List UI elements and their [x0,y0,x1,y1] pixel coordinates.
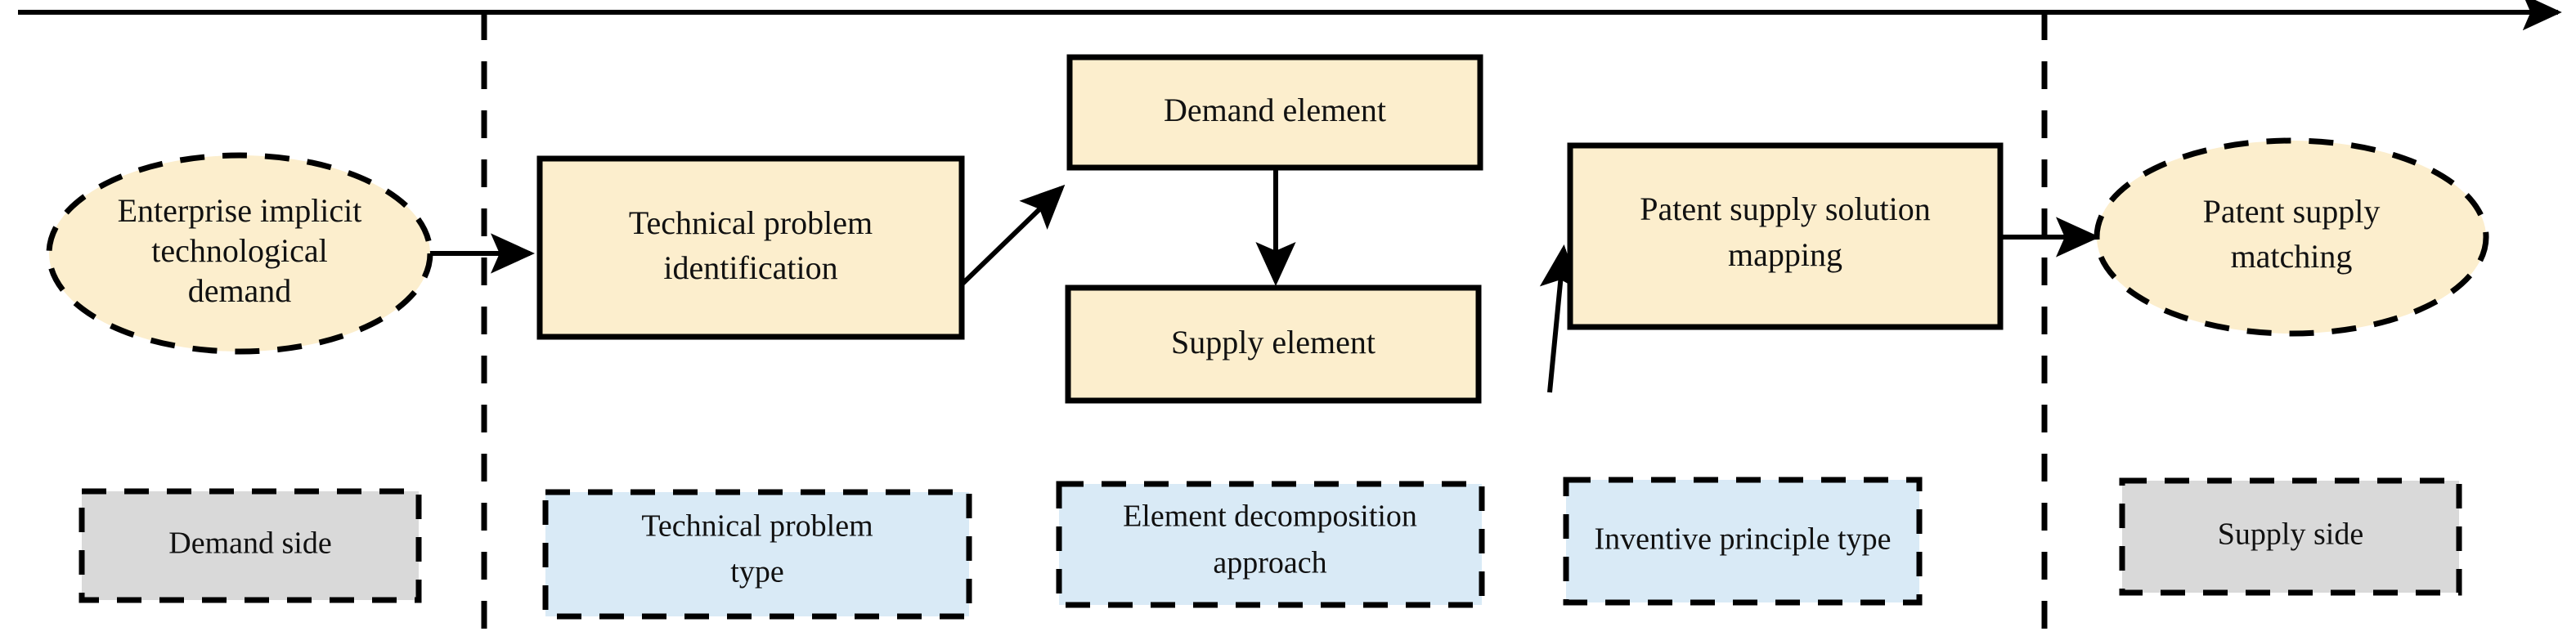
enterprise-demand-label-line1: Enterprise implicit [118,192,362,229]
legend-supply-side[interactable]: Supply side [2119,477,2462,596]
legend-demand-side[interactable]: Demand side [79,488,422,603]
node-enterprise-implicit-demand[interactable]: Enterprise implicit technological demand [46,152,433,355]
connector-supply-element-to-mapping [1539,244,1580,393]
element-decomposition-approach-box[interactable] [1056,481,1485,608]
supply-side-label: Supply side [2218,517,2363,552]
legend-inventive-principle-type[interactable]: Inventive principle type [1563,477,1923,606]
inventive-principle-type-label: Inventive principle type [1595,522,1892,557]
technical-problem-identification-label-line1: Technical problem [629,204,873,241]
connector-problem-to-demand-element [959,184,1066,287]
technical-problem-identification-box[interactable] [536,155,965,340]
demand-side-label: Demand side [168,526,331,561]
inventive-principle-type-box[interactable] [1563,477,1923,606]
technical-problem-type-label-line2: type [730,555,783,589]
node-demand-element[interactable]: Demand element [1066,54,1483,171]
node-technical-problem-identification[interactable]: Technical problem identification [536,155,965,340]
node-patent-supply-solution-mapping[interactable]: Patent supply solution mapping [1567,142,2004,330]
demand-element-box[interactable] [1066,54,1483,171]
patent-supply-matching-label-line1: Patent supply [2203,193,2381,230]
enterprise-demand-label-line2: technological [151,232,327,269]
legend-element-decomposition-approach[interactable]: Element decomposition approach [1056,481,1485,608]
enterprise-demand-ellipse[interactable] [46,152,433,355]
patent-supply-solution-mapping-box[interactable] [1567,142,2004,330]
element-decomposition-approach-label-line2: approach [1213,546,1326,580]
supply-side-box[interactable] [2119,477,2462,596]
patent-supply-matching-ellipse[interactable] [2094,137,2489,337]
technical-problem-type-box[interactable] [542,489,972,620]
technical-problem-identification-label-line2: identification [663,249,837,286]
supply-element-box[interactable] [1065,284,1482,404]
patent-supply-solution-mapping-label-line2: mapping [1728,236,1842,273]
element-decomposition-approach-label-line1: Element decomposition [1123,499,1417,534]
node-supply-element[interactable]: Supply element [1065,284,1482,404]
patent-supply-solution-mapping-label-line1: Patent supply solution [1640,190,1931,227]
patent-supply-matching-label-line2: matching [2231,238,2353,275]
node-patent-supply-matching[interactable]: Patent supply matching [2094,137,2489,337]
enterprise-demand-label-line3: demand [188,272,292,309]
supply-element-label: Supply element [1171,324,1376,361]
demand-side-box[interactable] [79,488,422,603]
demand-element-label: Demand element [1164,92,1386,128]
legend-technical-problem-type[interactable]: Technical problem type [542,489,972,620]
technical-problem-type-label-line1: Technical problem [641,509,873,544]
